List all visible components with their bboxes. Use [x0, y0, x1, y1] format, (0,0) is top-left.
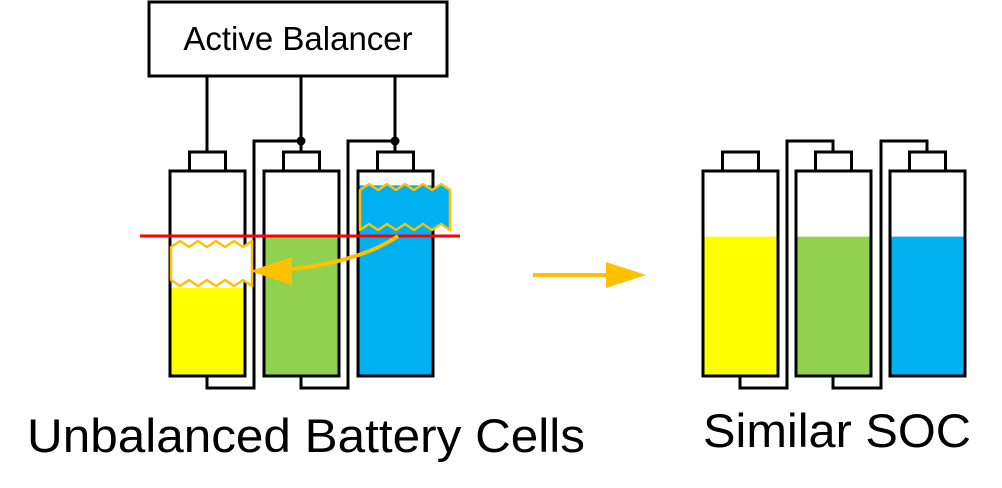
series-wire-1 [205, 139, 303, 390]
battery-terminal [721, 150, 760, 173]
unbalanced-cell-2 [262, 150, 341, 378]
battery-terminal [814, 150, 853, 173]
charge-level [796, 236, 871, 376]
series-wire-3 [738, 139, 835, 390]
charge-level [890, 236, 965, 376]
battery-terminal [188, 150, 227, 173]
series-wire-4 [831, 139, 929, 390]
balancer-wires [205, 76, 397, 152]
extracted-charge-region [358, 182, 452, 232]
balanced-cell-1 [701, 150, 780, 378]
transfer-arrow-shaft [284, 234, 400, 272]
balancer-box [147, 0, 449, 78]
battery-terminal [282, 150, 321, 173]
battery-terminal [376, 150, 415, 173]
unbalanced-cells [168, 150, 435, 378]
battery-terminal [908, 150, 947, 173]
series-wire-2 [299, 139, 397, 390]
process-arrow-head [606, 262, 646, 288]
unbalanced-caption: Unbalanced Battery Cells [27, 409, 585, 462]
charge-level [170, 287, 245, 376]
battery-casing [888, 169, 967, 378]
balanced-cell-2 [794, 150, 873, 378]
unbalanced-cell-1 [168, 150, 247, 378]
balanced-cell-3 [888, 150, 967, 378]
balanced-cells [701, 150, 967, 378]
transfer-arrow-head [250, 257, 292, 285]
charge-level [264, 236, 339, 376]
left-series-wires [205, 139, 397, 390]
right-series-wires [738, 139, 929, 390]
deposited-charge-region [169, 239, 254, 288]
balancer-label: Active Balancer [183, 20, 412, 57]
balanced-caption: Similar SOC [703, 404, 971, 457]
active-balancer: Active Balancer [147, 0, 449, 78]
battery-casing [356, 169, 435, 378]
charge-level [703, 236, 778, 376]
